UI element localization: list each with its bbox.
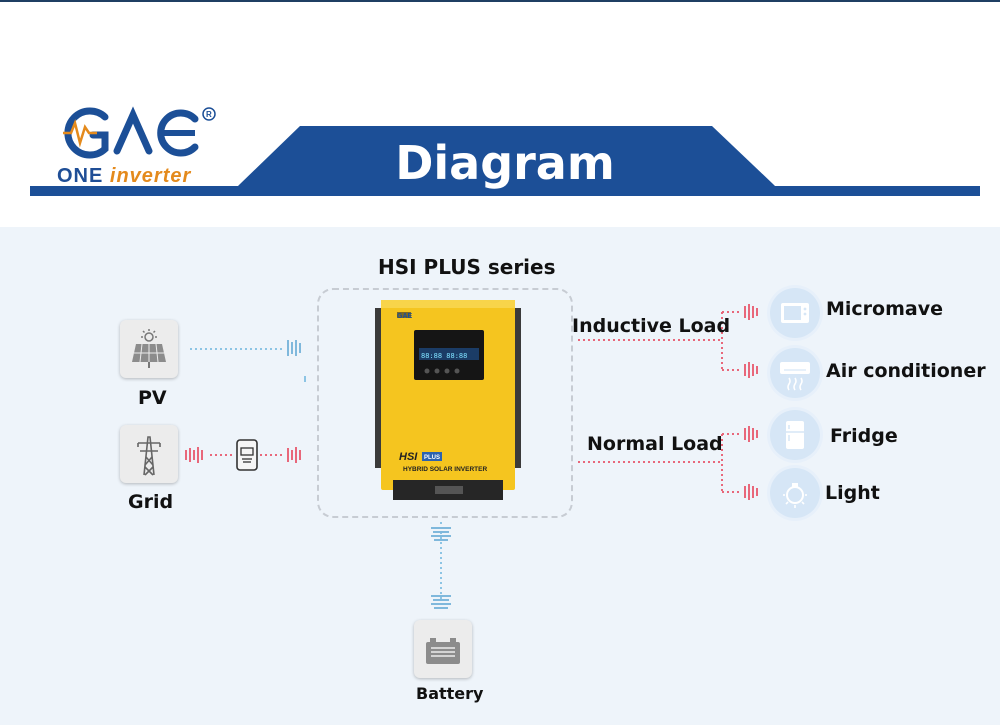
series-title: HSI PLUS series	[378, 255, 556, 279]
fridge-circle	[770, 410, 820, 460]
inverter-label: HYBRID SOLAR INVERTER	[403, 466, 487, 473]
load-item-label: Fridge	[830, 425, 898, 447]
load-item-label: Light	[825, 482, 880, 504]
svg-text:R: R	[206, 110, 212, 119]
pv-label: PV	[138, 387, 167, 409]
energy-meter-icon	[236, 439, 258, 471]
normal-load-label: Normal Load	[587, 433, 723, 455]
inverter-dashed-frame	[317, 288, 573, 518]
air-conditioner-circle	[770, 348, 820, 398]
banner	[30, 126, 980, 196]
logo-wordmark-icon: R	[63, 106, 216, 159]
inverter-model-badge: HSI	[399, 451, 418, 463]
pv-tile	[120, 320, 178, 378]
grid-tile	[120, 425, 178, 483]
air-conditioner-icon	[780, 362, 810, 391]
fridge-icon	[786, 421, 804, 449]
light-bulb-icon	[783, 483, 807, 508]
battery-label: Battery	[416, 684, 484, 703]
inverter-device: 88:88 88:88 GAE HSI PLUS HYBRID SOLAR IN…	[375, 300, 521, 500]
battery-icon	[426, 638, 460, 664]
inductive-load-label: Inductive Load	[572, 315, 731, 337]
load-item-label: Micromave	[826, 298, 943, 320]
microwave-icon	[781, 303, 809, 323]
inverter-logo-text: GAE	[397, 313, 413, 320]
tagline-inverter: inverter	[109, 165, 192, 187]
microwave-circle	[770, 288, 820, 338]
grid-label: Grid	[128, 491, 174, 513]
svg-text:88:88 88:88: 88:88 88:88	[421, 352, 467, 360]
light-circle	[770, 468, 820, 518]
transmission-tower-icon	[137, 436, 161, 476]
top-border-line	[0, 0, 1000, 2]
inverter-model-plus: PLUS	[424, 455, 440, 461]
tagline-one: ONE	[57, 165, 104, 187]
battery-tile	[414, 620, 472, 678]
brand-logo: R ONE inverter	[55, 105, 220, 188]
load-item-label: Air conditioner	[826, 360, 986, 382]
solar-panel-icon	[132, 329, 166, 368]
logo-tagline: ONE inverter	[57, 165, 191, 188]
banner-title: Diagram	[395, 136, 615, 190]
